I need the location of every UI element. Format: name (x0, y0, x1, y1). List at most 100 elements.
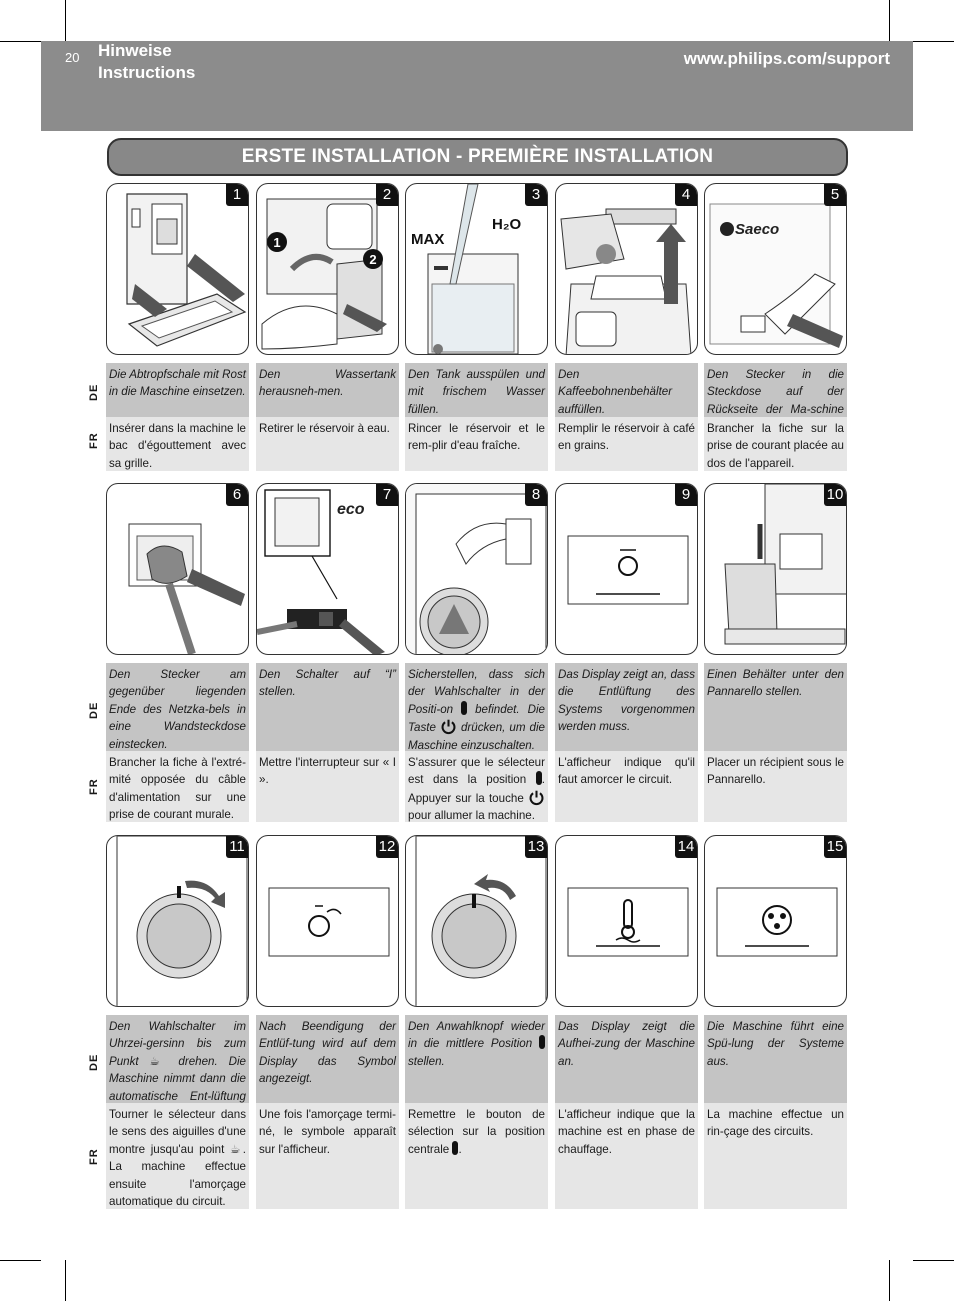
step-5-illustration: Saeco 5 (704, 183, 847, 355)
lang-de-strip: DE (84, 663, 106, 751)
section-title: ERSTE INSTALLATION - PREMIÈRE INSTALLATI… (107, 138, 848, 176)
step-10-fr: Placer un récipient sous le Pannarello. (704, 751, 847, 822)
step-6-de: Den Stecker am gegenüber liegenden Ende … (106, 663, 249, 751)
step-number: 11 (226, 836, 248, 858)
step-number: 2 (376, 184, 398, 206)
illustrations-row-1: 1 1 2 2 MA (106, 183, 848, 355)
display-prime-done-illustration (268, 887, 390, 957)
step-number: 15 (824, 836, 846, 858)
step-1-illustration: 1 (106, 183, 249, 355)
knob-center-icon (535, 771, 542, 786)
step-2-illustration: 1 2 2 (256, 183, 399, 355)
step-6-fr: Brancher la fiche à l'extré-mité opposée… (106, 751, 249, 822)
step-12-fr: Une fois l'amorçage termi-né, le symbole… (256, 1103, 399, 1209)
lang-de-strip: DE (84, 1015, 106, 1103)
plug-in-machine-illustration: Saeco (709, 203, 843, 348)
step-10-de: Einen Behälter unter den Pannarello stel… (704, 663, 847, 751)
step-14-illustration: 14 (555, 835, 698, 1007)
page-header (41, 41, 913, 131)
display-prime-illustration (567, 535, 689, 605)
step-11-de: Den Wahlschalter im Uhrzei-gersinn bis z… (106, 1015, 249, 1103)
lang-fr-label: FR (88, 1148, 100, 1165)
step-6-illustration: 6 (106, 483, 249, 655)
lang-de-label: DE (88, 383, 100, 401)
step-11-illustration: 11 (106, 835, 249, 1007)
step-2-de: Den Wassertank herausneh-men. (256, 363, 399, 417)
power-button-icon (529, 790, 544, 805)
steps-row-3: 11 12 13 (84, 835, 854, 1209)
turn-selector-clockwise-illustration (116, 836, 248, 1006)
lang-de-label: DE (88, 701, 100, 719)
illustrations-row-3: 11 12 13 (106, 835, 848, 1007)
fill-water-tank-illustration: MAX H₂O (411, 184, 521, 354)
steps-row-1: 1 1 2 2 MA (84, 183, 854, 471)
step-number: 4 (675, 184, 697, 206)
cup-icon: ☕ (229, 1142, 243, 1156)
step-13-illustration: 13 (405, 835, 548, 1007)
step-7-de: Den Schalter auf “I” stellen. (256, 663, 399, 751)
step-12-de: Nach Beendigung der Entlüf-tung wird auf… (256, 1015, 399, 1103)
drip-tray-insert-illustration (126, 193, 247, 347)
support-url[interactable]: www.philips.com/support (683, 49, 890, 68)
knob-center-icon (538, 1035, 545, 1050)
step-14-fr: L'afficheur indique que la machine est e… (555, 1103, 698, 1209)
wall-socket-plug-illustration (128, 523, 245, 654)
step-number: 14 (675, 836, 697, 858)
crop-mark (0, 41, 41, 42)
step-15-de: Die Maschine führt eine Spü-lung der Sys… (704, 1015, 847, 1103)
lang-fr-label: FR (88, 778, 100, 795)
return-selector-center-illustration (415, 836, 547, 1006)
header-title-de: Hinweise (98, 41, 172, 60)
h2o-label: H₂O (492, 216, 521, 233)
remove-water-tank-illustration: 1 2 (261, 198, 387, 350)
step-15-illustration: 15 (704, 835, 847, 1007)
step-9-de: Das Display zeigt an, dass die Entlüftun… (555, 663, 698, 751)
steps-row-2: 6 eco 7 (84, 483, 854, 822)
lang-fr-label: FR (88, 432, 100, 449)
step-7-fr: Mettre l'interrupteur sur « I ». (256, 751, 399, 822)
step-5-de: Den Stecker in die Steckdose auf der Rüc… (704, 363, 847, 417)
step-number: 6 (226, 484, 248, 506)
callout-1: 1 (273, 235, 280, 250)
knob-center-icon (461, 700, 468, 715)
step-8-de: Sicherstellen, dass sich der Wahlschalte… (405, 663, 548, 751)
lang-fr-strip: FR (84, 417, 106, 471)
fill-bean-hopper-illustration (560, 208, 692, 354)
step-number: 13 (525, 836, 547, 858)
crop-mark (889, 1260, 890, 1301)
step-number: 3 (525, 184, 547, 206)
saeco-logo: Saeco (735, 221, 779, 238)
step-number: 8 (525, 484, 547, 506)
crop-mark (65, 1260, 66, 1301)
step-number: 7 (376, 484, 398, 506)
page-number: 20 (65, 50, 80, 65)
step-1-fr: Insérer dans la machine le bac d'égoutte… (106, 417, 249, 471)
lang-fr-strip: FR (84, 1103, 106, 1209)
step-number: 10 (824, 484, 846, 506)
max-label: MAX (411, 231, 444, 248)
crop-mark (65, 0, 66, 41)
lang-de-label: DE (88, 1053, 100, 1071)
display-heating-illustration (567, 887, 689, 957)
display-rinse-illustration (716, 887, 838, 957)
knob-center-icon (452, 1140, 459, 1155)
step-number: 9 (675, 484, 697, 506)
lang-fr-strip: FR (84, 751, 106, 822)
step-15-fr: La machine effectue un rin-çage des circ… (704, 1103, 847, 1209)
cup-icon: ☕ (149, 1054, 168, 1068)
saeco-logo-fragment: eco (337, 501, 365, 518)
crop-mark (0, 1260, 41, 1261)
lang-de-strip: DE (84, 363, 106, 417)
step-3-illustration: MAX H₂O 3 (405, 183, 548, 355)
callout-2: 2 (369, 252, 376, 267)
step-5-fr: Brancher la fiche sur la prise de couran… (704, 417, 847, 471)
illustrations-row-2: 6 eco 7 (106, 483, 848, 655)
container-under-pannarello-illustration (724, 484, 846, 645)
step-13-fr: Remettre le bouton de sélection sur la p… (405, 1103, 548, 1209)
step-number: 1 (226, 184, 248, 206)
step-12-illustration: 12 (256, 835, 399, 1007)
crop-mark (913, 41, 954, 42)
step-10-illustration: 10 (704, 483, 847, 655)
step-number: 5 (824, 184, 846, 206)
step-3-fr: Rincer le réservoir et le rem-plir d'eau… (405, 417, 548, 471)
